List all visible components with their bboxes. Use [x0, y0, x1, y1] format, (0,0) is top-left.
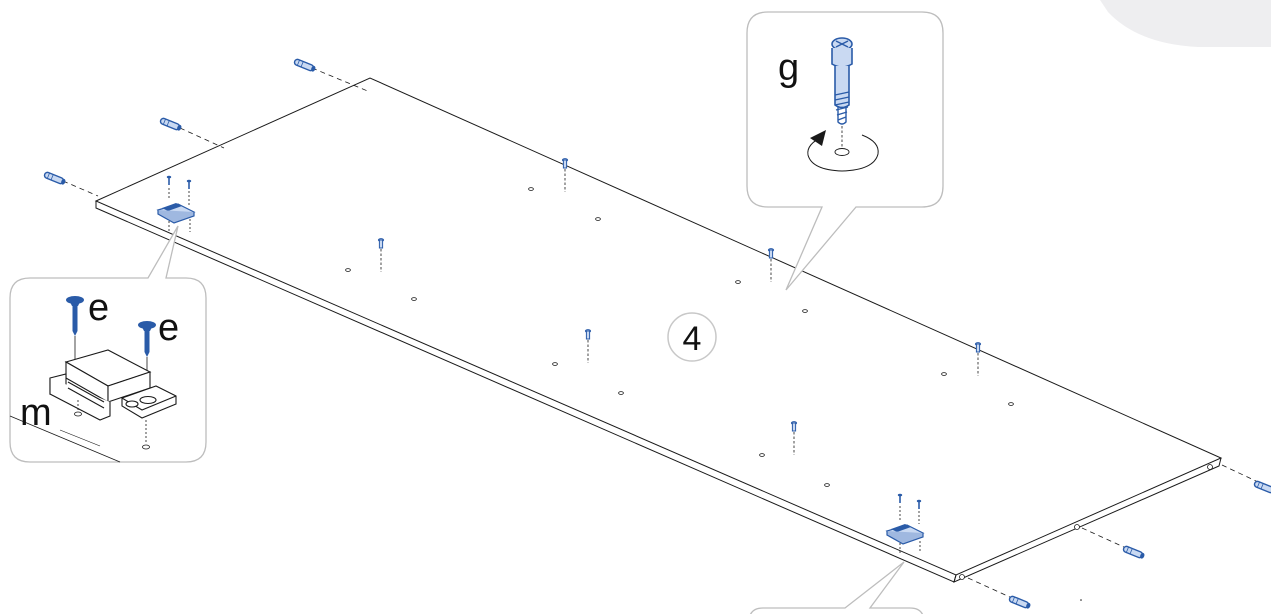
magnetic-catch-icon [49, 349, 177, 421]
screw-icon [66, 296, 84, 360]
magnetic-catch-icon [157, 174, 924, 555]
screw-icon [138, 321, 156, 390]
dowel-icon [42, 57, 1271, 610]
rotate-arrow-icon [807, 130, 879, 172]
edge-holes [959, 464, 1213, 580]
stray-dot [1080, 599, 1082, 601]
callout-bottom-partial [748, 561, 923, 614]
shelf-panel [94, 77, 1223, 583]
screw-e-label: e [88, 287, 109, 329]
callout-cam-bolt-detail: g [746, 11, 944, 291]
callout-catch-detail: e e m [9, 225, 207, 463]
cam-bolt-icon [831, 37, 853, 150]
cam-bolt-label: g [778, 47, 799, 89]
step-number-badge: 4 [667, 312, 717, 362]
surface-holes [345, 187, 1014, 487]
step-number: 4 [683, 320, 702, 358]
screw-e-label: e [158, 307, 179, 349]
corner-tab [1100, 0, 1271, 47]
magnet-label: m [20, 392, 52, 434]
